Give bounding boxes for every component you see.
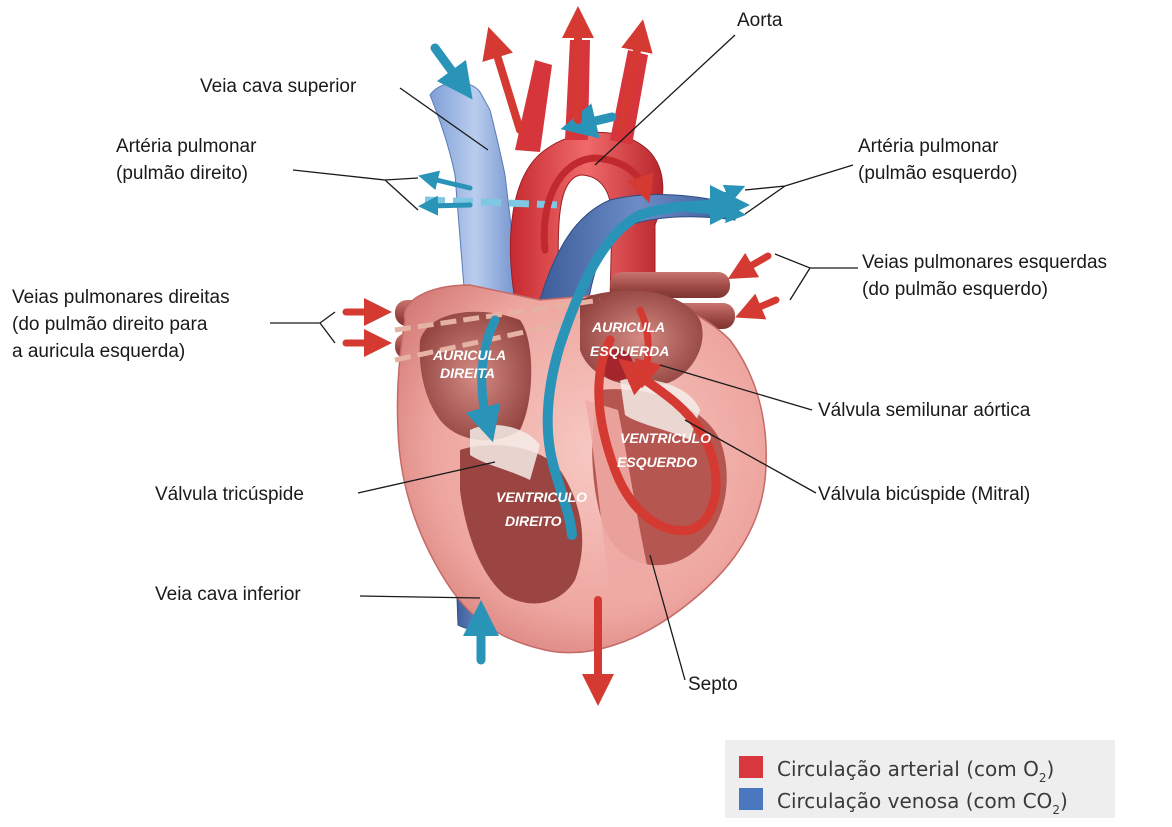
label-ap-esq-l1: Artéria pulmonar (858, 136, 999, 157)
aorta-branch-1 (515, 60, 552, 152)
legend-arterial-prefix: Circulação arterial (com O (777, 757, 1039, 781)
legend-arterial-suffix: ) (1046, 757, 1054, 781)
superior-vena-cava (430, 83, 520, 300)
chamber-right-atrium-l2: DIREITA (440, 365, 495, 381)
leader-aorta (595, 35, 735, 165)
flow-arrow-pulm-right-down (428, 205, 470, 206)
legend: Circulação arterial (com O2) Circulação … (725, 740, 1115, 818)
chamber-left-atrium-l2: ESQUERDA (590, 343, 669, 359)
label-vci: Veia cava inferior (155, 584, 301, 605)
label-septo: Septo (688, 674, 738, 695)
legend-venosa-sub: 2 (1052, 803, 1060, 817)
chamber-right-ventricle-l2: DIREITO (505, 513, 562, 529)
leader-ap-esq (745, 165, 853, 214)
flow-arrow-lpv-upper (740, 256, 768, 272)
label-vpd-l2: (do pulmão direito para (12, 314, 208, 335)
label-valv-bicuspide: Válvula bicúspide (Mitral) (818, 484, 1030, 505)
legend-venosa-prefix: Circulação venosa (com CO (777, 789, 1052, 813)
label-vpe-l1: Veias pulmonares esquerdas (862, 252, 1107, 273)
label-ap-dir-l1: Artéria pulmonar (116, 136, 257, 157)
leader-vpe (775, 254, 858, 300)
label-vcs: Veia cava superior (200, 76, 357, 97)
flow-arrow-aorta-1 (493, 42, 520, 130)
label-vpd-l3: a auricula esquerda) (12, 341, 185, 362)
leader-ap-dir (293, 170, 418, 210)
chamber-right-atrium-l1: AURICULA (432, 347, 506, 363)
legend-arterial-sub: 2 (1039, 771, 1047, 785)
legend-venosa-suffix: ) (1060, 789, 1068, 813)
label-vpd-l1: Veias pulmonares direitas (12, 287, 230, 308)
label-valv-tricuspide: Válvula tricúspide (155, 484, 304, 505)
chamber-left-ventricle-l2: ESQUERDO (617, 454, 697, 470)
legend-label-venosa: Circulação venosa (com CO2) (777, 789, 1068, 817)
leader-vpd (270, 312, 335, 343)
label-aorta: Aorta (737, 10, 783, 31)
flow-arrow-svc-in (435, 48, 462, 85)
chamber-right-ventricle-l1: VENTRICULO (496, 489, 587, 505)
label-vpe-l2: (do pulmão esquerdo) (862, 279, 1048, 300)
chamber-left-atrium-l1: AURICULA (591, 319, 665, 335)
label-ap-esq-l2: (pulmão esquerdo) (858, 163, 1017, 184)
label-valv-aortica: Válvula semilunar aórtica (818, 400, 1031, 421)
flow-arrow-lpv-lower (748, 300, 776, 312)
legend-swatch-arterial (739, 756, 763, 778)
legend-label-arterial: Circulação arterial (com O2) (777, 757, 1054, 785)
label-ap-dir-l2: (pulmão direito) (116, 163, 248, 184)
legend-swatch-venosa (739, 788, 763, 810)
chamber-left-ventricle-l1: VENTRICULO (620, 430, 711, 446)
